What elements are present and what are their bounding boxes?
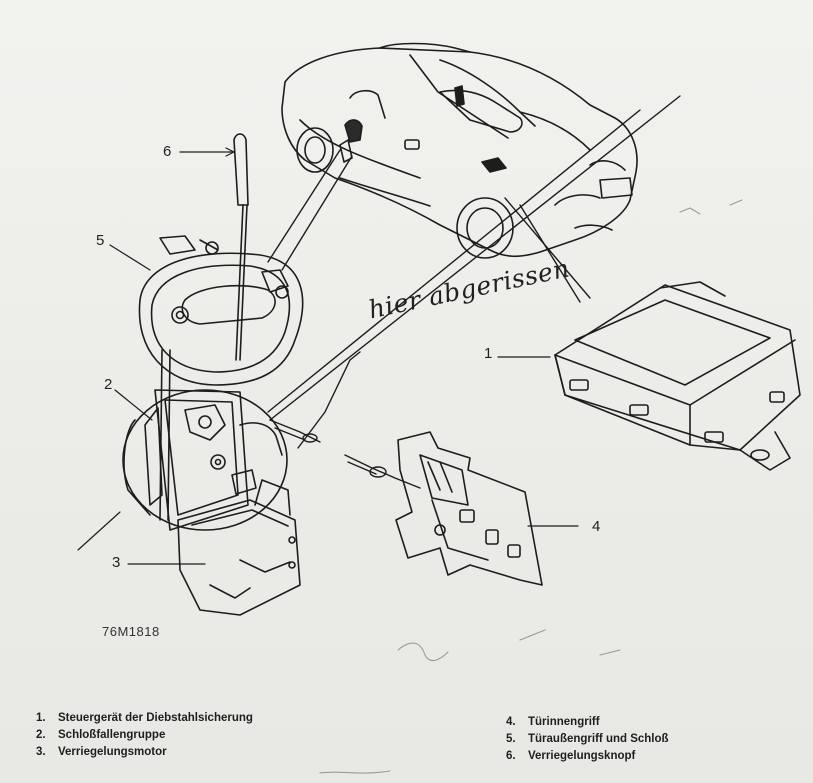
lock-knob-rod-part-6 [179,133,249,361]
legend-text: Steuergerät der Diebstahlsicherung [58,712,253,724]
outer-handle-part-5 [109,235,304,386]
legend-number: 5. [506,733,516,745]
legend-item: 2. Schloßfallengruppe [36,729,253,746]
legend-item: 5. Türaußengriff und Schloß [506,733,669,750]
figure-id: 76M1818 [102,624,160,639]
legend-right: 4. Türinnengriff 5. Türaußengriff und Schl… [506,716,669,767]
legend-number: 4. [506,716,516,728]
legend-text: Verriegelungsknopf [528,750,636,762]
legend-text: Verriegelungsmotor [58,746,167,758]
legend-text: Schloßfallengruppe [58,729,166,741]
legend-item: 1. Steuergerät der Diebstahlsicherung [36,712,253,729]
callout-4: 4 [592,518,601,535]
legend-left: 1. Steuergerät der Diebstahlsicherung 2. S… [36,712,253,763]
legend-item: 3. Verriegelungsmotor [36,746,253,763]
callout-6: 6 [163,143,172,160]
control-unit-part-1 [497,281,801,471]
callout-2: 2 [104,376,113,393]
legend-text: Türinnengriff [528,716,600,728]
legend-item: 4. Türinnengriff [506,716,669,733]
latch-assembly-part-2 [114,349,288,531]
car-illustration [281,42,638,259]
legend-text: Türaußengriff und Schloß [528,733,669,745]
legend-item: 6. Verriegelungsknopf [506,750,669,767]
callout-3: 3 [112,554,121,571]
legend-number: 6. [506,750,516,762]
lock-motor-part-3 [77,479,301,616]
cable-to-inner-handle [269,351,421,489]
legend-number: 3. [36,746,46,758]
car-leader-lines [267,95,681,421]
inner-handle-part-4 [395,431,579,586]
callout-5: 5 [96,232,105,249]
legend-number: 2. [36,729,46,741]
pencil-marks [319,199,743,774]
legend-number: 1. [36,712,46,724]
callout-1: 1 [484,345,493,362]
